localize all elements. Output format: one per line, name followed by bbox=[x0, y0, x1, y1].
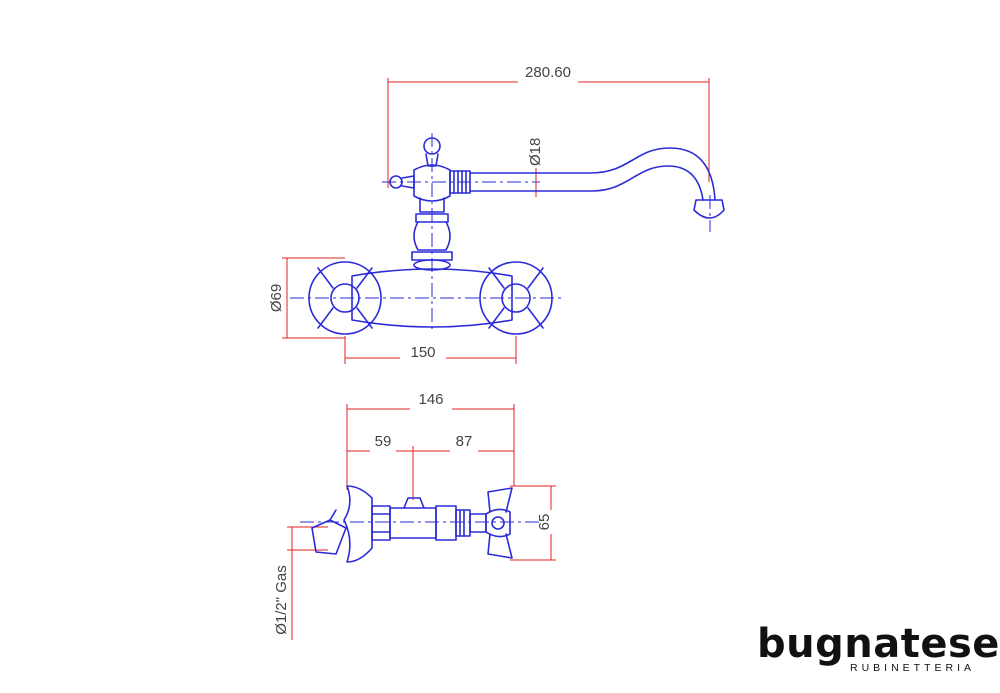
dim-label-side-depth: 146 bbox=[418, 391, 443, 408]
dim-label-spout-length: 280.60 bbox=[525, 64, 571, 81]
inlet-elbow bbox=[311, 509, 347, 555]
dim-label-spout-diameter: Ø18 bbox=[527, 138, 544, 166]
mixer-body bbox=[351, 268, 513, 328]
dim-label-side-height: 65 bbox=[536, 514, 553, 531]
side-view: 146 59 87 65 Ø1/2" Gas bbox=[273, 391, 556, 640]
dim-side-height: 65 bbox=[510, 485, 556, 561]
dim-side-split: 59 87 bbox=[347, 433, 514, 500]
dim-label-inlet-thread: Ø1/2" Gas bbox=[273, 565, 290, 635]
dim-label-rosette-diameter: Ø69 bbox=[268, 284, 285, 312]
right-cross-handle bbox=[479, 261, 553, 335]
dim-spout-length: 280.60 bbox=[387, 64, 710, 188]
front-view: 280.60 Ø18 bbox=[268, 64, 725, 364]
wall-rosette bbox=[343, 485, 373, 563]
dim-centre-distance: 150 bbox=[344, 336, 517, 364]
dim-label-side-wall-axis: 59 bbox=[375, 433, 392, 450]
dim-label-side-axis-handle: 87 bbox=[456, 433, 473, 450]
dim-spout-diameter: Ø18 bbox=[527, 138, 544, 197]
side-body bbox=[371, 497, 487, 541]
dim-label-centre-distance: 150 bbox=[410, 344, 435, 361]
brand-logo: bugnatese RUBINETTERIA bbox=[757, 621, 1000, 682]
dim-rosette-diameter: Ø69 bbox=[268, 257, 345, 339]
left-cross-handle bbox=[308, 261, 382, 335]
spout bbox=[469, 147, 725, 219]
brand-name: bugnatese bbox=[757, 621, 1000, 667]
dim-inlet-thread: Ø1/2" Gas bbox=[273, 526, 328, 640]
side-cross-handle bbox=[485, 487, 513, 559]
brand-tagline: RUBINETTERIA bbox=[849, 662, 975, 674]
valve-head bbox=[411, 164, 471, 271]
dim-side-depth: 146 bbox=[346, 391, 515, 490]
